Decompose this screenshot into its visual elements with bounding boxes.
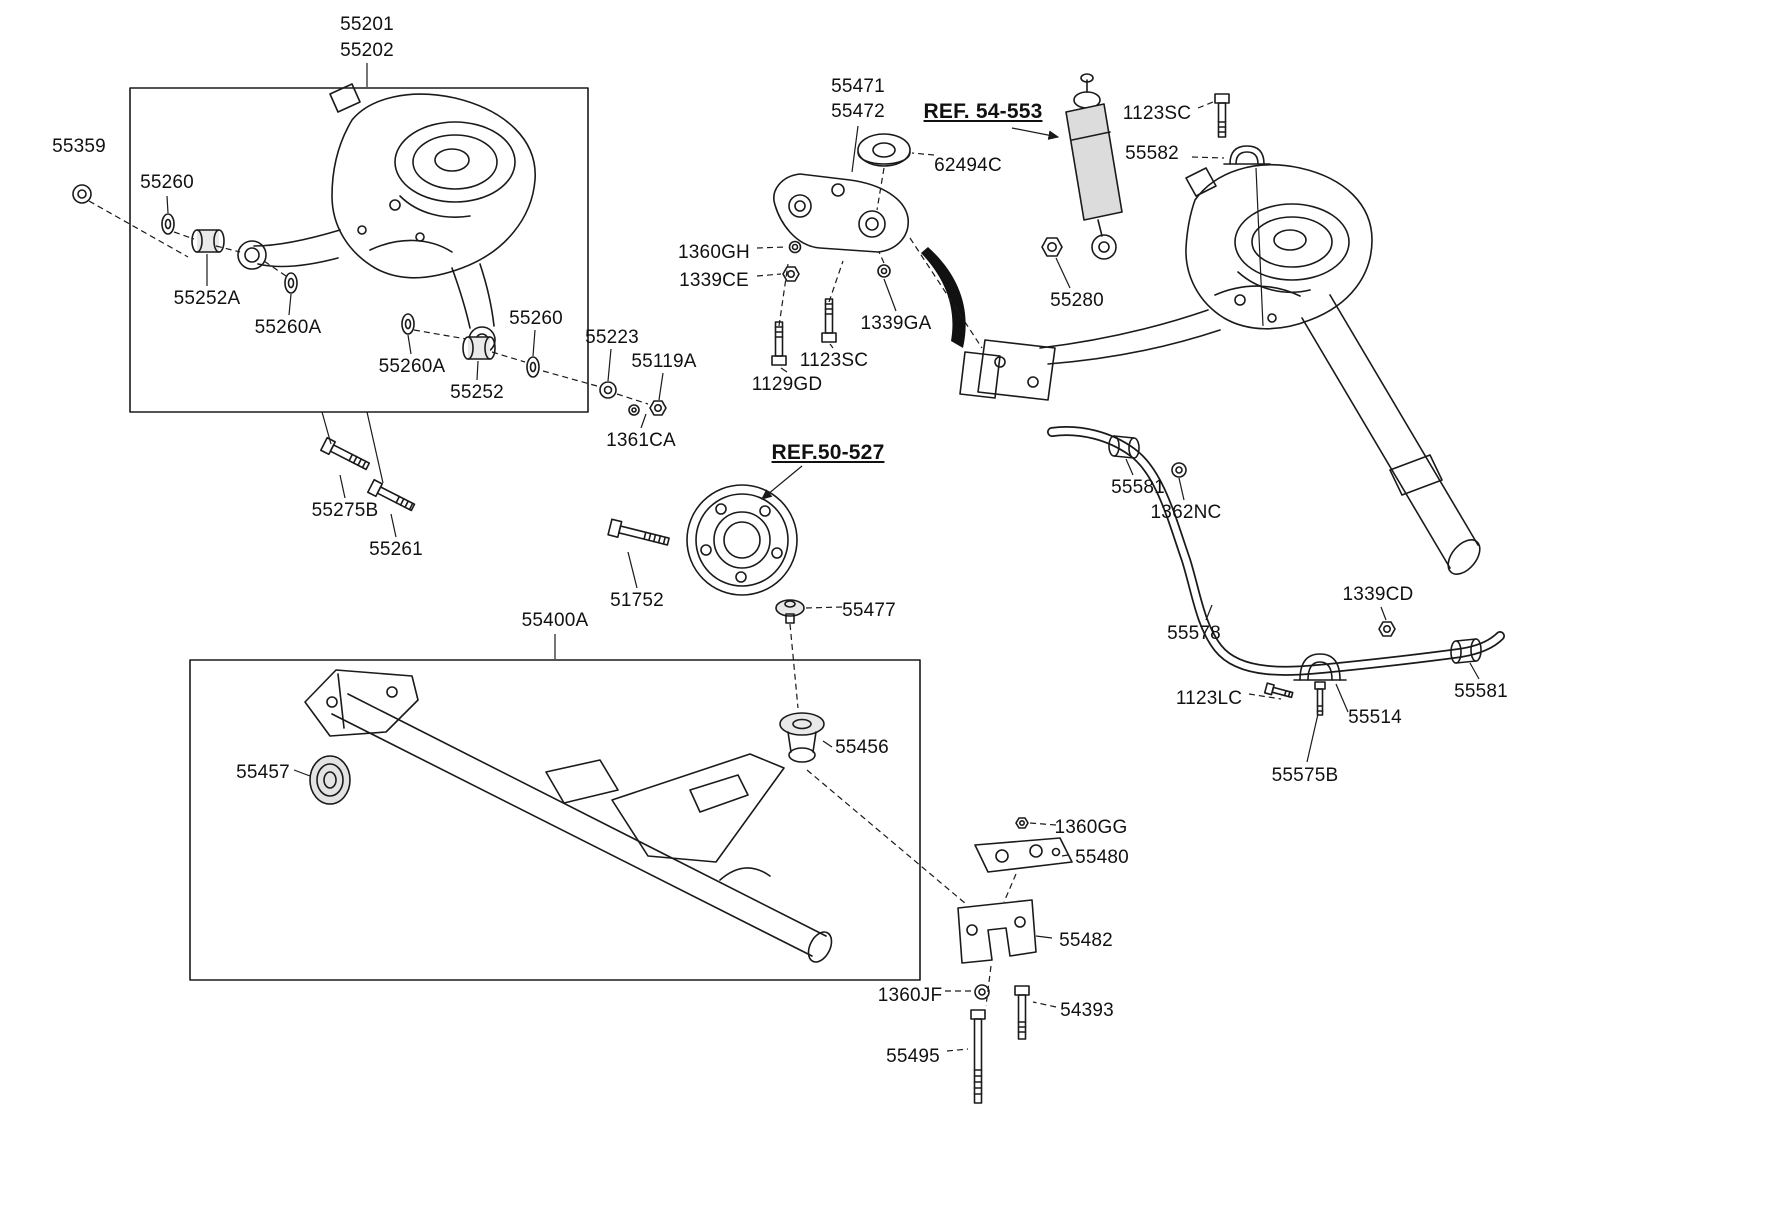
- washer-1361ca-drawing: [628, 404, 640, 416]
- washer-55260-2-drawing: [526, 356, 540, 378]
- reference-label: REF. 54-553: [923, 100, 1043, 123]
- part-number-label: 1339GA: [860, 313, 932, 334]
- washer-1362nc-drawing: [1171, 462, 1187, 478]
- part-number-label: 54393: [1060, 1000, 1114, 1021]
- part-number-label: 55275B: [311, 500, 379, 521]
- part-number-label: 55260A: [378, 356, 446, 377]
- part-number-label: 62494C: [934, 155, 1002, 176]
- washer-55260-1-drawing: [161, 213, 175, 235]
- bolt-55575b-drawing: [1314, 681, 1326, 716]
- reference-label: REF.50-527: [771, 441, 885, 464]
- part-number-label: 55400A: [521, 610, 589, 631]
- part-number-label: 55280: [1050, 290, 1104, 311]
- part-number-label: 55581: [1454, 681, 1508, 702]
- part-number-label: 1360GG: [1054, 817, 1128, 838]
- part-number-label: 1339CE: [679, 270, 749, 291]
- part-number-label: 55260A: [254, 317, 322, 338]
- washer-55260a-1-drawing: [284, 272, 298, 294]
- bolt-54393-drawing: [1014, 985, 1030, 1040]
- crossmember-drawing: [304, 669, 833, 963]
- part-number-label: 55480: [1075, 847, 1129, 868]
- trailing-arm-right-drawing: [959, 164, 1481, 575]
- washer-55223-drawing: [599, 381, 617, 399]
- bushing-55252-drawing: [462, 336, 496, 360]
- part-number-label: 55261: [369, 539, 423, 560]
- bolt-55495-drawing: [970, 1009, 986, 1104]
- bolt-55275b-drawing: [320, 436, 371, 471]
- part-number-label: 55471: [831, 76, 885, 97]
- bracket-55482-drawing: [957, 899, 1037, 964]
- part-number-label: 55477: [842, 600, 896, 621]
- washer-1339ga-drawing: [877, 264, 891, 278]
- part-number-label: 55359: [52, 136, 106, 157]
- bolt-1123sc-center-drawing: [821, 298, 837, 343]
- upper-arm-55471-drawing: [773, 133, 911, 253]
- part-number-label: 55581: [1111, 477, 1165, 498]
- part-number-label: 55119A: [631, 351, 697, 372]
- part-number-label: 55456: [835, 737, 889, 758]
- part-number-label: 55260: [509, 308, 563, 329]
- washer-55260a-2-drawing: [401, 313, 415, 335]
- part-number-label: 55252A: [173, 288, 241, 309]
- part-number-label: 55202: [340, 40, 394, 61]
- curved-pointer-drawing: [921, 247, 966, 348]
- part-number-label: 1360JF: [877, 985, 943, 1006]
- part-number-label: 55252: [450, 382, 504, 403]
- nut-1339cd-drawing: [1378, 621, 1396, 637]
- detail-box-55201: [129, 87, 589, 413]
- shock-absorber-drawing: [1065, 73, 1123, 260]
- bushing-55456-drawing: [779, 712, 825, 763]
- bolt-51752-drawing: [607, 518, 670, 546]
- nut-55119a-drawing: [649, 400, 667, 416]
- detail-box-55400a: [189, 659, 921, 981]
- part-number-label: 55260: [140, 172, 194, 193]
- part-number-label: 55457: [236, 762, 290, 783]
- part-number-label: 55201: [340, 14, 394, 35]
- part-number-label: 1339CD: [1342, 584, 1414, 605]
- nut-1360gg-drawing: [1015, 817, 1029, 829]
- wheel-hub-drawing: [686, 484, 798, 596]
- part-number-label: 1360GH: [678, 242, 750, 263]
- part-number-label: 55582: [1125, 143, 1179, 164]
- part-number-label: 51752: [610, 590, 664, 611]
- part-number-label: 1362NC: [1150, 502, 1222, 523]
- stopper-55477-drawing: [775, 599, 805, 624]
- washer-1360gh-drawing: [788, 240, 802, 254]
- part-number-label: 1361CA: [606, 430, 676, 451]
- bolt-1123sc-top-drawing: [1214, 93, 1230, 138]
- bushing-55581-right-drawing: [1450, 638, 1482, 664]
- washer-55359-drawing: [72, 184, 92, 204]
- clamp-55582-drawing: [1223, 145, 1271, 165]
- plate-55480-drawing: [974, 837, 1073, 873]
- stabilizer-bar-drawing: [1047, 426, 1505, 676]
- bushing-55581-upper-drawing: [1108, 435, 1140, 459]
- part-number-label: 1123SC: [799, 350, 869, 371]
- washer-1360jf-drawing: [974, 984, 990, 1000]
- part-number-label: 55514: [1348, 707, 1402, 728]
- part-number-label: 55578: [1167, 623, 1221, 644]
- nut-1339ce-drawing: [782, 266, 800, 282]
- part-number-label: 55472: [831, 101, 885, 122]
- part-number-label: 55482: [1059, 930, 1113, 951]
- clamp-55514-drawing: [1293, 653, 1347, 681]
- nut-55280-drawing: [1041, 237, 1063, 257]
- leader-lines: [88, 63, 1480, 1052]
- bolt-55261-drawing: [367, 478, 416, 512]
- bolt-1123lc-drawing: [1263, 682, 1294, 699]
- bushing-55252a-drawing: [191, 229, 225, 253]
- part-number-label: 1123SC: [1122, 103, 1192, 124]
- part-number-label: 1123LC: [1175, 688, 1243, 709]
- part-number-label: 55575B: [1271, 765, 1339, 786]
- part-number-label: 55495: [886, 1046, 940, 1067]
- part-number-label: 55223: [585, 327, 639, 348]
- bushing-55457-drawing: [309, 755, 351, 805]
- part-number-label: 1129GD: [751, 374, 823, 395]
